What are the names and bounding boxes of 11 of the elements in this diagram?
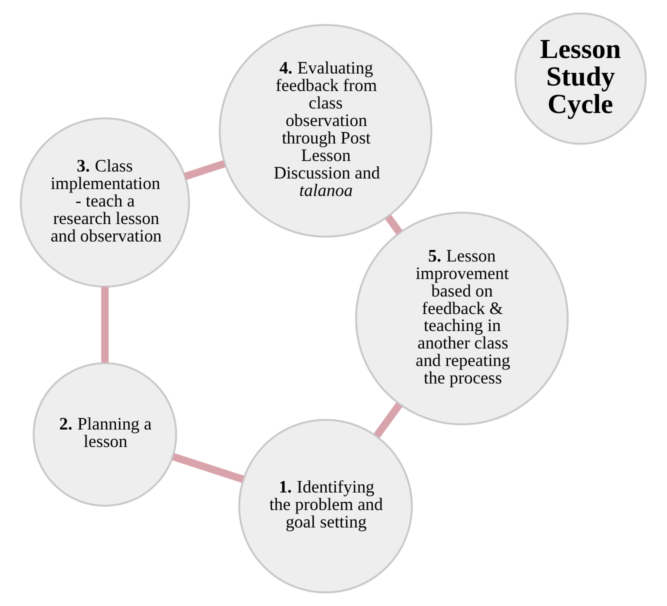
- connector: [101, 286, 109, 363]
- node-circle: 5. Lesson improvement based on feedback & teaching in another class and repeating the process: [355, 212, 569, 426]
- connector: [184, 160, 226, 180]
- connector: [172, 453, 244, 483]
- node-circle: Lesson Study Cycle: [514, 12, 647, 145]
- connector: [385, 214, 403, 235]
- connector: [374, 402, 402, 438]
- node-circle: 3. Class implementation - teach a research lesson and observation: [20, 117, 190, 288]
- node-circle: 2. Planning a lesson: [32, 362, 178, 507]
- node-circle: 4. Evaluating feedback from class observation through Post Lesson Discussion and talanoa: [218, 24, 432, 238]
- node-circle: 1. Identifying the problem and goal setting: [238, 418, 413, 594]
